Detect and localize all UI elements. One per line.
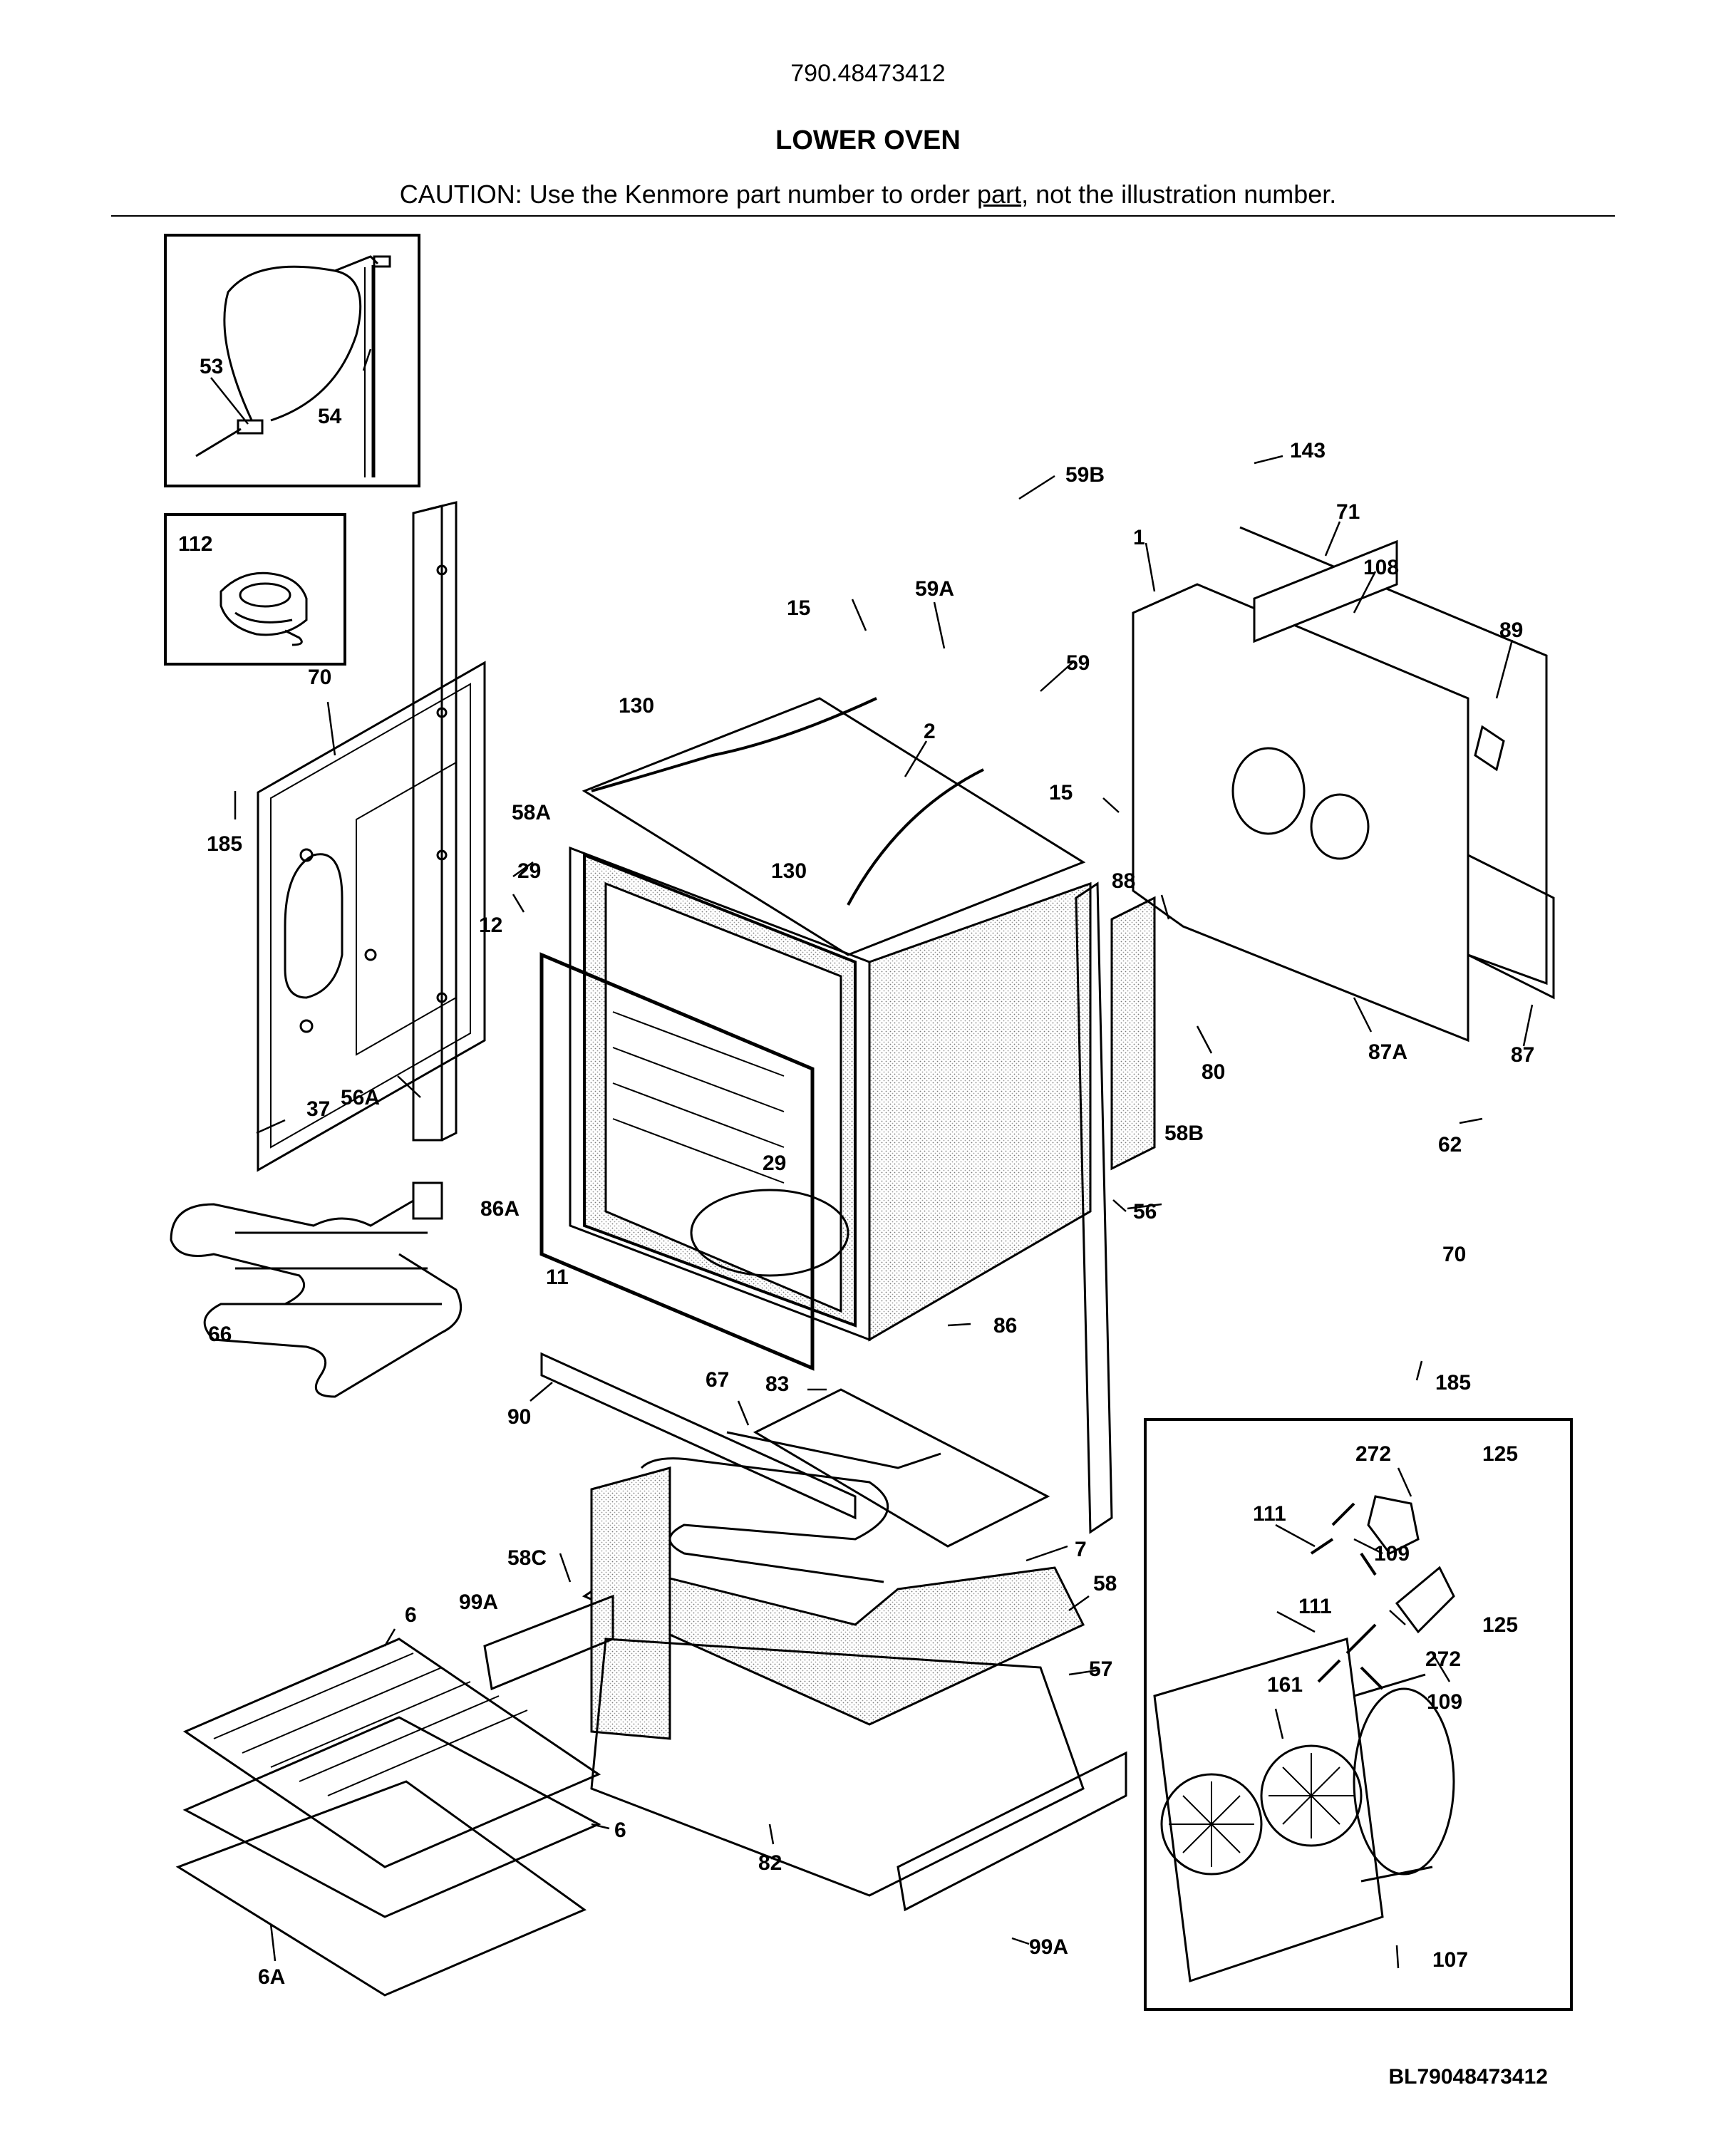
callout-62: 62 (1438, 1133, 1462, 1157)
callout-125: 125 (1482, 1613, 1518, 1637)
rear-panel (1132, 526, 1555, 1043)
callout-56a: 56A (341, 1086, 380, 1109)
callout-37: 37 (306, 1097, 330, 1121)
callout-87a: 87A (1368, 1040, 1407, 1064)
callout-2: 2 (924, 720, 936, 743)
callout-11: 11 (546, 1266, 569, 1289)
callout-29: 29 (517, 859, 541, 883)
left-side-panel (257, 661, 486, 1172)
callout-99a: 99A (1029, 1935, 1068, 1959)
section-title: LOWER OVEN (775, 125, 961, 155)
probe-inset (164, 234, 420, 487)
callout-58a: 58A (512, 801, 551, 824)
callout-130: 130 (619, 694, 654, 718)
header-rule (111, 215, 1615, 217)
callout-86: 86 (993, 1314, 1017, 1338)
callout-66: 66 (208, 1323, 232, 1346)
caution-suffix: , not the illustration number. (1021, 180, 1337, 209)
diagram-id: BL79048473412 (1388, 2065, 1548, 2089)
callout-109: 109 (1427, 1690, 1462, 1714)
caution-part-link: part (977, 180, 1022, 209)
callout-7: 7 (1075, 1538, 1087, 1561)
callout-1: 1 (1133, 526, 1145, 549)
callout-82: 82 (758, 1851, 782, 1875)
callout-67: 67 (706, 1368, 729, 1392)
model-number: 790.48473412 (790, 60, 946, 87)
callout-83: 83 (765, 1372, 789, 1396)
left-vertical-rail (412, 501, 458, 1142)
callout-125: 125 (1482, 1442, 1518, 1466)
callout-70: 70 (1442, 1243, 1466, 1266)
broil-element (640, 1431, 941, 1583)
callout-58: 58 (1093, 1572, 1117, 1595)
leader-lines (210, 348, 1534, 1969)
bottom-assembly (483, 1352, 1127, 1912)
caution-notice: CAUTION: Use the Kenmore part number to … (0, 180, 1736, 209)
convection-fan-inset (1144, 1418, 1573, 2011)
callout-labels: 53 54 112 70 185 56A 37 66 12 29 58A 130… (178, 355, 1534, 1989)
callout-109: 109 (1374, 1542, 1410, 1566)
callout-111: 111 (1298, 1595, 1332, 1618)
callout-6: 6 (405, 1603, 417, 1627)
callout-59a: 59A (915, 577, 954, 601)
callout-108: 108 (1363, 556, 1399, 579)
bake-element (170, 1181, 463, 1398)
callout-54: 54 (318, 405, 342, 428)
callout-88: 88 (1112, 869, 1135, 893)
callout-87: 87 (1511, 1043, 1534, 1067)
callout-57: 57 (1089, 1657, 1112, 1681)
callout-80: 80 (1202, 1060, 1225, 1084)
insulation-58b (1110, 896, 1156, 1171)
callout-161: 161 (1267, 1673, 1303, 1697)
callout-272: 272 (1425, 1647, 1461, 1671)
callout-130: 130 (771, 859, 807, 883)
right-vertical-rail (1075, 881, 1113, 1534)
callout-29: 29 (763, 1152, 786, 1175)
callout-112: 112 (178, 532, 212, 556)
callout-53: 53 (200, 355, 223, 378)
oven-racks (175, 1638, 601, 1997)
callout-185: 185 (207, 832, 242, 856)
callout-99a: 99A (459, 1590, 498, 1614)
callout-6a: 6A (258, 1965, 285, 1989)
callout-143: 143 (1290, 439, 1326, 462)
callout-58b: 58B (1164, 1122, 1204, 1145)
callout-272: 272 (1355, 1442, 1391, 1466)
callout-15: 15 (1049, 781, 1073, 805)
callout-70: 70 (308, 666, 331, 689)
callout-15: 15 (787, 596, 810, 620)
callout-58c: 58C (507, 1546, 547, 1570)
caution-prefix: CAUTION: Use the Kenmore part number to … (399, 180, 978, 209)
callout-56: 56 (1133, 1200, 1157, 1224)
callout-59: 59 (1066, 651, 1090, 675)
callout-86a: 86A (480, 1197, 520, 1221)
callout-59b: 59B (1065, 463, 1105, 487)
oven-cavity (539, 697, 1092, 1371)
callout-71: 71 (1336, 500, 1360, 524)
callout-89: 89 (1499, 619, 1523, 642)
callout-107: 107 (1432, 1948, 1468, 1972)
thermostat-inset (164, 513, 346, 666)
callout-90: 90 (507, 1405, 531, 1429)
callout-12: 12 (479, 914, 502, 937)
callout-111: 111 (1253, 1502, 1286, 1526)
callout-6: 6 (614, 1819, 626, 1842)
callout-185: 185 (1435, 1371, 1471, 1395)
top-heat-tubes (591, 697, 984, 906)
